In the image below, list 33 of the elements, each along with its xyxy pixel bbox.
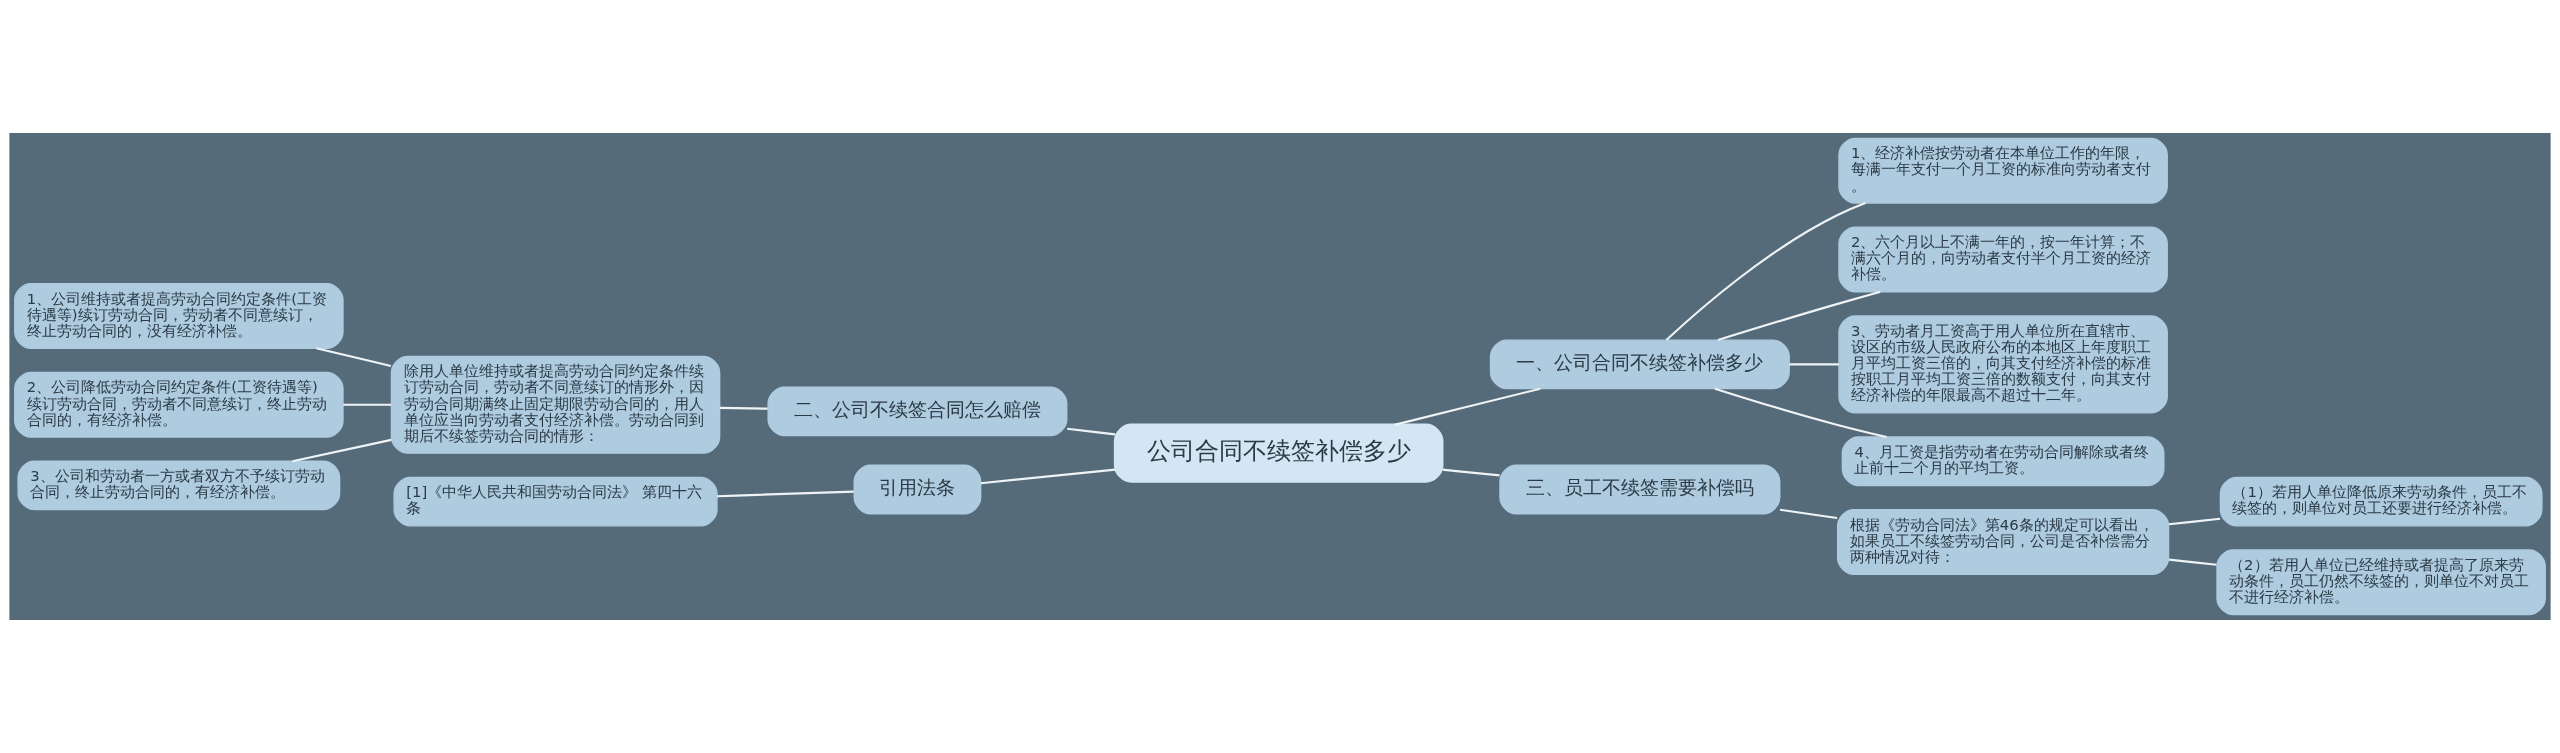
connector (316, 347, 392, 368)
connector (1789, 363, 1839, 366)
connector (980, 468, 1116, 485)
connector (1714, 387, 1887, 439)
connector (1779, 508, 1838, 520)
node-box: 2、六个月以上不满一年的，按一年计算；不满六个月的，向劳动者支付半个月工资的经济补偿。 (1838, 226, 2168, 293)
connector (1394, 387, 1541, 426)
node-box: 一、公司合同不续签补偿多少 (1489, 339, 1790, 390)
node-box: 公司合同不续签补偿多少 (1113, 423, 1444, 483)
connector (1442, 468, 1500, 477)
node-box: 1、公司维持或者提高劳动合同约定条件(工资待遇等)续订劳动合同，劳动者不同意续订，终止劳动合同的，没有经济补偿。 (14, 283, 344, 349)
connector (717, 490, 854, 498)
node-box: 3、公司和劳动者一方或者双方不予续订劳动合同，终止劳动合同的，有经济补偿。 (17, 460, 341, 511)
node-box: [1]《中华人民共和国劳动合同法》 第四十六条 (393, 476, 718, 527)
connector (2168, 517, 2221, 526)
connector (1067, 427, 1116, 436)
connector (343, 403, 392, 406)
node-box: 3、劳动者月工资高于用人单位所在直辖市、设区的市级人民政府公布的本地区上年度职工月平均工资三倍的，向其支付经济补偿的标准按职工月平均工资三倍的数额支付，向其支付经济补偿的年限最高不超过十二年。 (1838, 315, 2168, 414)
connector (719, 406, 768, 410)
node-box: 4、月工资是指劳动者在劳动合同解除或者终止前十二个月的平均工资。 (1841, 436, 2165, 487)
node-box: 2、公司降低劳动合同约定条件(工资待遇等)续订劳动合同，劳动者不同意续订，终止劳动合同的，有经济补偿。 (14, 371, 344, 438)
connector (292, 438, 392, 463)
node-box: 三、员工不续签需要补偿吗 (1499, 464, 1781, 515)
node-box: 根据《劳动合同法》第46条的规定可以看出，如果员工不续签劳动合同，公司是否补偿需分两种情况对待： (1836, 509, 2170, 575)
node-box: 1、经济补偿按劳动者在本单位工作的年限，每满一年支付一个月工资的标准向劳动者支付。 (1838, 137, 2168, 204)
node-box: （2）若用人单位已经维持或者提高了原来劳动条件，员工仍然不续签的，则单位不对员工不进行经济补偿。 (2216, 549, 2546, 616)
connector (2168, 558, 2217, 566)
node-box: 引用法条 (853, 464, 982, 515)
node-box: 除用人单位维持或者提高劳动合同约定条件续订劳动合同，劳动者不同意续订的情形外，因劳动合同期满终止固定期限劳动合同的，用人单位应当向劳动者支付经济补偿。劳动合同到期后不续签劳动合同的情形： (390, 355, 721, 454)
node-box: （1）若用人单位降低原来劳动条件，员工不续签的，则单位对员工还要进行经济补偿。 (2219, 476, 2543, 527)
connector (1665, 202, 1866, 341)
connector (1717, 290, 1881, 342)
node-box: 二、公司不续签合同怎么赔偿 (767, 386, 1068, 437)
